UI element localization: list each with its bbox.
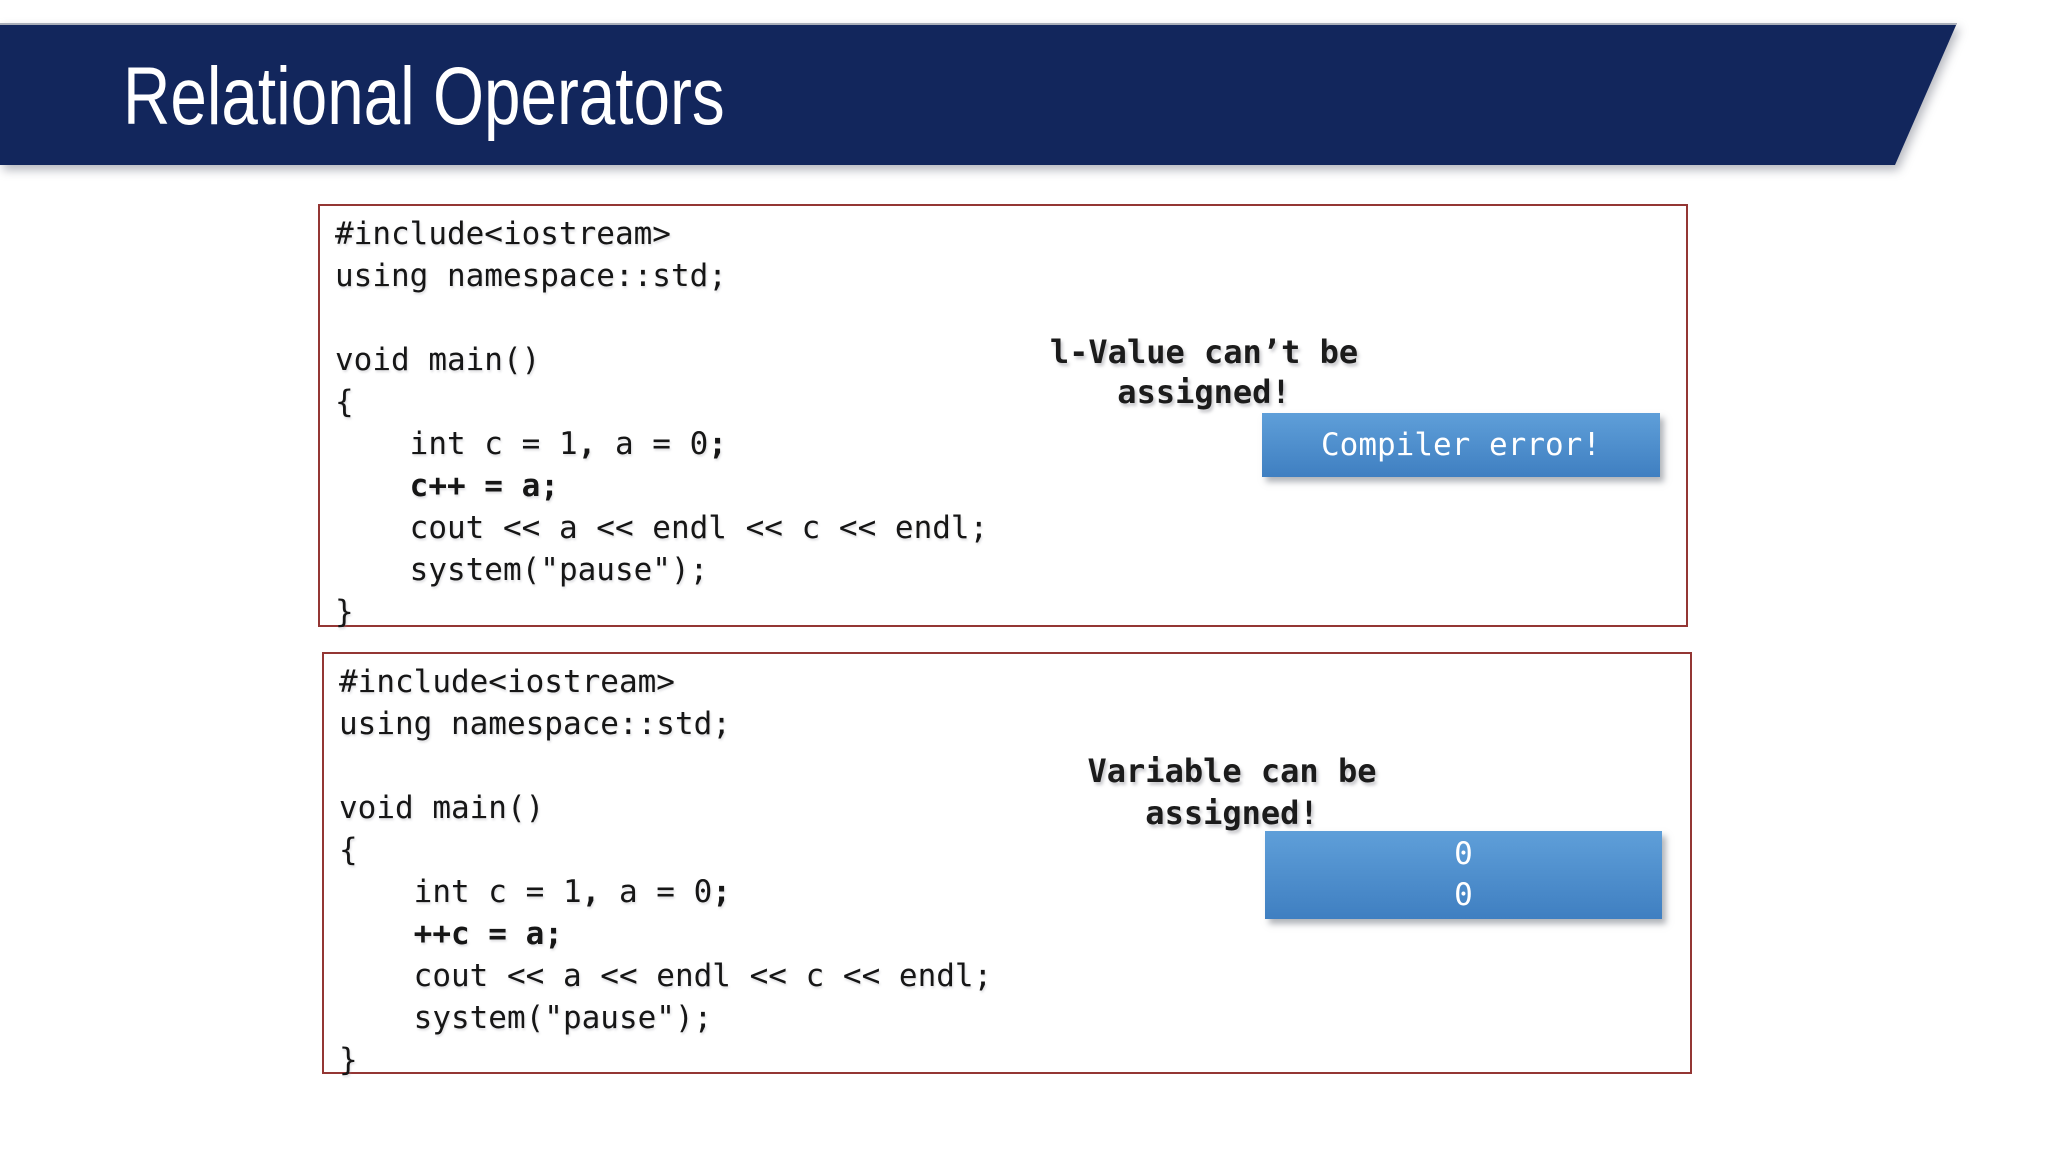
code-box-postincrement: #include<iostream>using namespace::std;v… [318,204,1688,630]
code-line: int c = 1, a = 0; [339,874,731,910]
code-line: system("pause"); [335,552,709,588]
code-line: c++ = a; [409,468,559,504]
code-line: #include<iostream> [335,216,671,252]
code-line: system("pause"); [339,1000,713,1036]
code-line: #include<iostream> [339,664,675,700]
note-variable: Variable can be assigned! [932,750,1532,834]
slide-title: Relational Operators [123,51,725,142]
code-listing: #include<iostream>using namespace::std;v… [324,654,1690,1081]
code-line: cout << a << endl << c << endl; [339,958,993,994]
code-box-preincrement: #include<iostream>using namespace::std;v… [322,652,1692,1078]
callout-text: Compiler error! [1321,427,1601,463]
code-line: using namespace::std; [335,258,727,294]
title-banner [0,23,1957,165]
callout-compiler-error: Compiler error! [1262,413,1660,477]
code-line: int c = 1, a = 0; [335,426,727,462]
note-line: Variable can be [1087,752,1377,790]
note-line: l-Value can’t be [1049,333,1359,371]
note-line: assigned! [1145,794,1319,832]
code-line: } [335,594,354,630]
output-line: 0 [1454,877,1473,913]
code-line: ++c = a; [413,916,563,952]
code-line: using namespace::std; [339,706,731,742]
output-line: 0 [1454,836,1473,872]
code-line: { [335,384,354,420]
title-banner-shape [0,23,1957,165]
code-line: void main() [335,342,541,378]
note-line: assigned! [1117,373,1291,411]
callout-program-output: 0 0 [1265,831,1662,919]
code-line: cout << a << endl << c << endl; [335,510,989,546]
note-lvalue: l-Value can’t be assigned! [904,332,1504,412]
code-line: } [339,1042,358,1078]
code-line: void main() [339,790,545,826]
code-line: { [339,832,358,868]
code-listing: #include<iostream>using namespace::std;v… [320,206,1686,633]
